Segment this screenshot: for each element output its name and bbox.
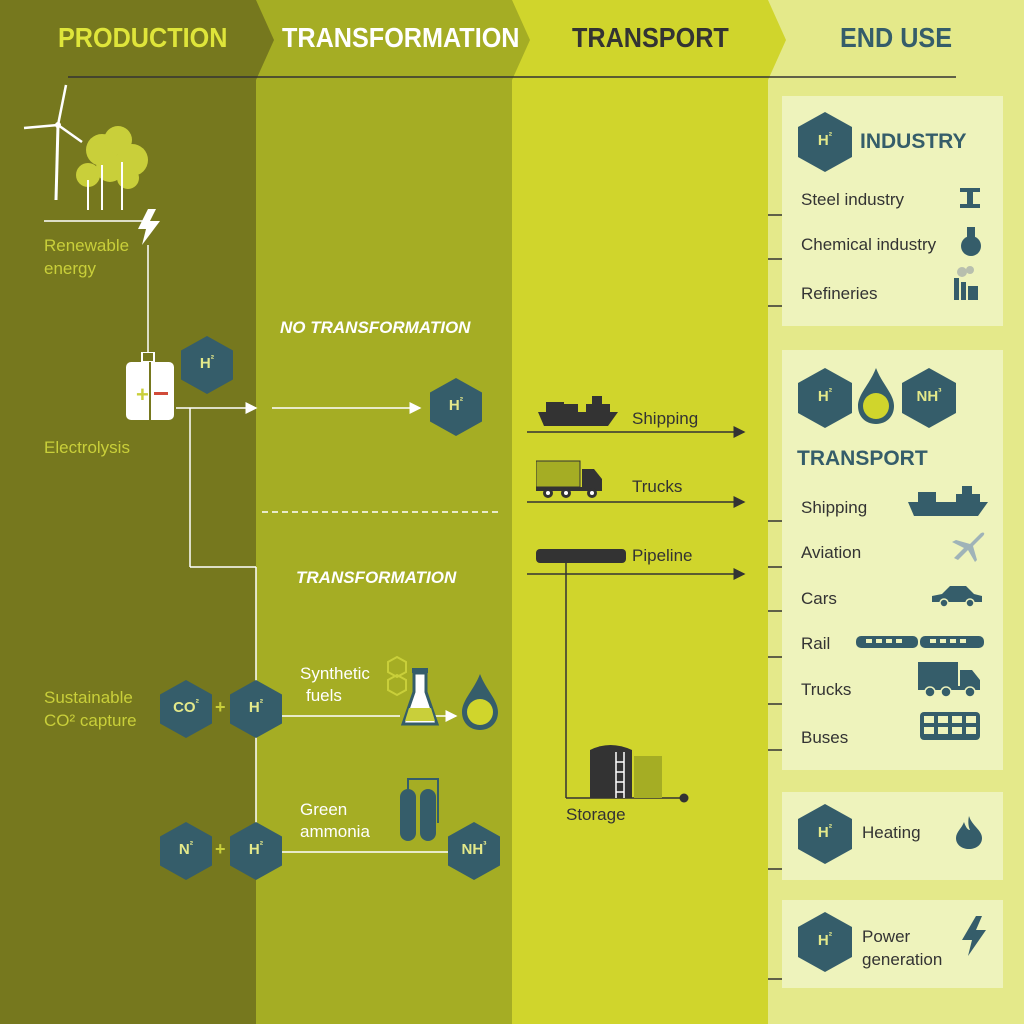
refinery-icon: [954, 266, 978, 300]
molecule-icon: [387, 655, 407, 697]
svg-text:+: +: [136, 382, 149, 407]
transport-item: Rail: [801, 634, 831, 653]
wind-turbine-trees-icon: [23, 84, 148, 222]
power-lightning-icon: [962, 916, 986, 956]
plus-sign-co2: +: [215, 697, 226, 717]
h2-hexagon-industry: H²: [798, 112, 852, 172]
industry-title: INDUSTRY: [860, 130, 967, 153]
lightning-icon: [138, 209, 160, 245]
airplane-icon: [952, 532, 985, 562]
header-production: PRODUCTION: [58, 22, 228, 53]
storage-tanks-icon: [590, 745, 662, 798]
no-transformation-label: NO TRANSFORMATION: [280, 318, 471, 337]
co2-hexagon: CO²: [160, 680, 212, 738]
transformation-label: TRANSFORMATION: [296, 568, 457, 587]
transport-item: Shipping: [801, 498, 868, 517]
gas-tanks-icon: [400, 778, 439, 841]
steel-beam-icon: [960, 188, 980, 208]
n2-hexagon: N²: [160, 822, 212, 880]
transport-pipeline-label: Pipeline: [632, 546, 693, 565]
h2-hexagon-heating: H²: [798, 804, 852, 864]
header-transport: TRANSPORT: [572, 22, 729, 53]
chemical-flask-icon: [961, 227, 981, 256]
h2-hexagon-transport: H²: [798, 368, 852, 428]
h2-hexagon-power: H²: [798, 912, 852, 972]
ship-icon: [538, 396, 618, 426]
header-end-use: END USE: [840, 22, 953, 53]
nh3-hexagon: NH³: [448, 822, 500, 880]
industry-item: Steel industry: [801, 190, 904, 209]
truck-icon: [536, 460, 602, 498]
electrolysis-label: Electrolysis: [44, 438, 130, 457]
h2-hexagon-synthetic: H²: [230, 680, 282, 738]
car-icon: [932, 586, 982, 608]
header-chevrons: [68, 0, 1024, 80]
plus-sign-n2: +: [215, 839, 226, 859]
nh3-hexagon-transport: NH³: [902, 368, 956, 428]
electrolyser-icon: +: [126, 352, 174, 420]
transport-item: Cars: [801, 589, 837, 608]
bus-icon: [920, 712, 980, 740]
ship-end-use-icon: [908, 486, 988, 516]
flame-icon: [956, 816, 982, 849]
heating-label: Heating: [862, 823, 921, 842]
pipeline-icon: [536, 549, 626, 563]
h2-hexagon-electrolysis: H²: [181, 336, 233, 394]
transport-storage-label: Storage: [566, 805, 626, 824]
transport-column: [512, 0, 768, 1024]
h2-hexagon-no-transformation: H²: [430, 378, 482, 436]
train-icon: [856, 636, 984, 648]
transport-trucks-label: Trucks: [632, 477, 683, 496]
flask-icon: [400, 668, 440, 726]
transport-end-use-title: TRANSPORT: [797, 447, 928, 470]
header-transformation: TRANSFORMATION: [282, 22, 520, 53]
fuel-drop-icon: [462, 674, 498, 730]
transport-item: Buses: [801, 728, 849, 747]
industry-item: Refineries: [801, 284, 878, 303]
h2-hexagon-ammonia: H²: [230, 822, 282, 880]
transport-shipping-label: Shipping: [632, 409, 699, 428]
fuel-drop-transport-icon: [858, 368, 894, 424]
truck-end-use-icon: [918, 662, 980, 698]
transport-item: Trucks: [801, 680, 852, 699]
transport-item: Aviation: [801, 543, 862, 562]
industry-item: Chemical industry: [801, 235, 937, 254]
